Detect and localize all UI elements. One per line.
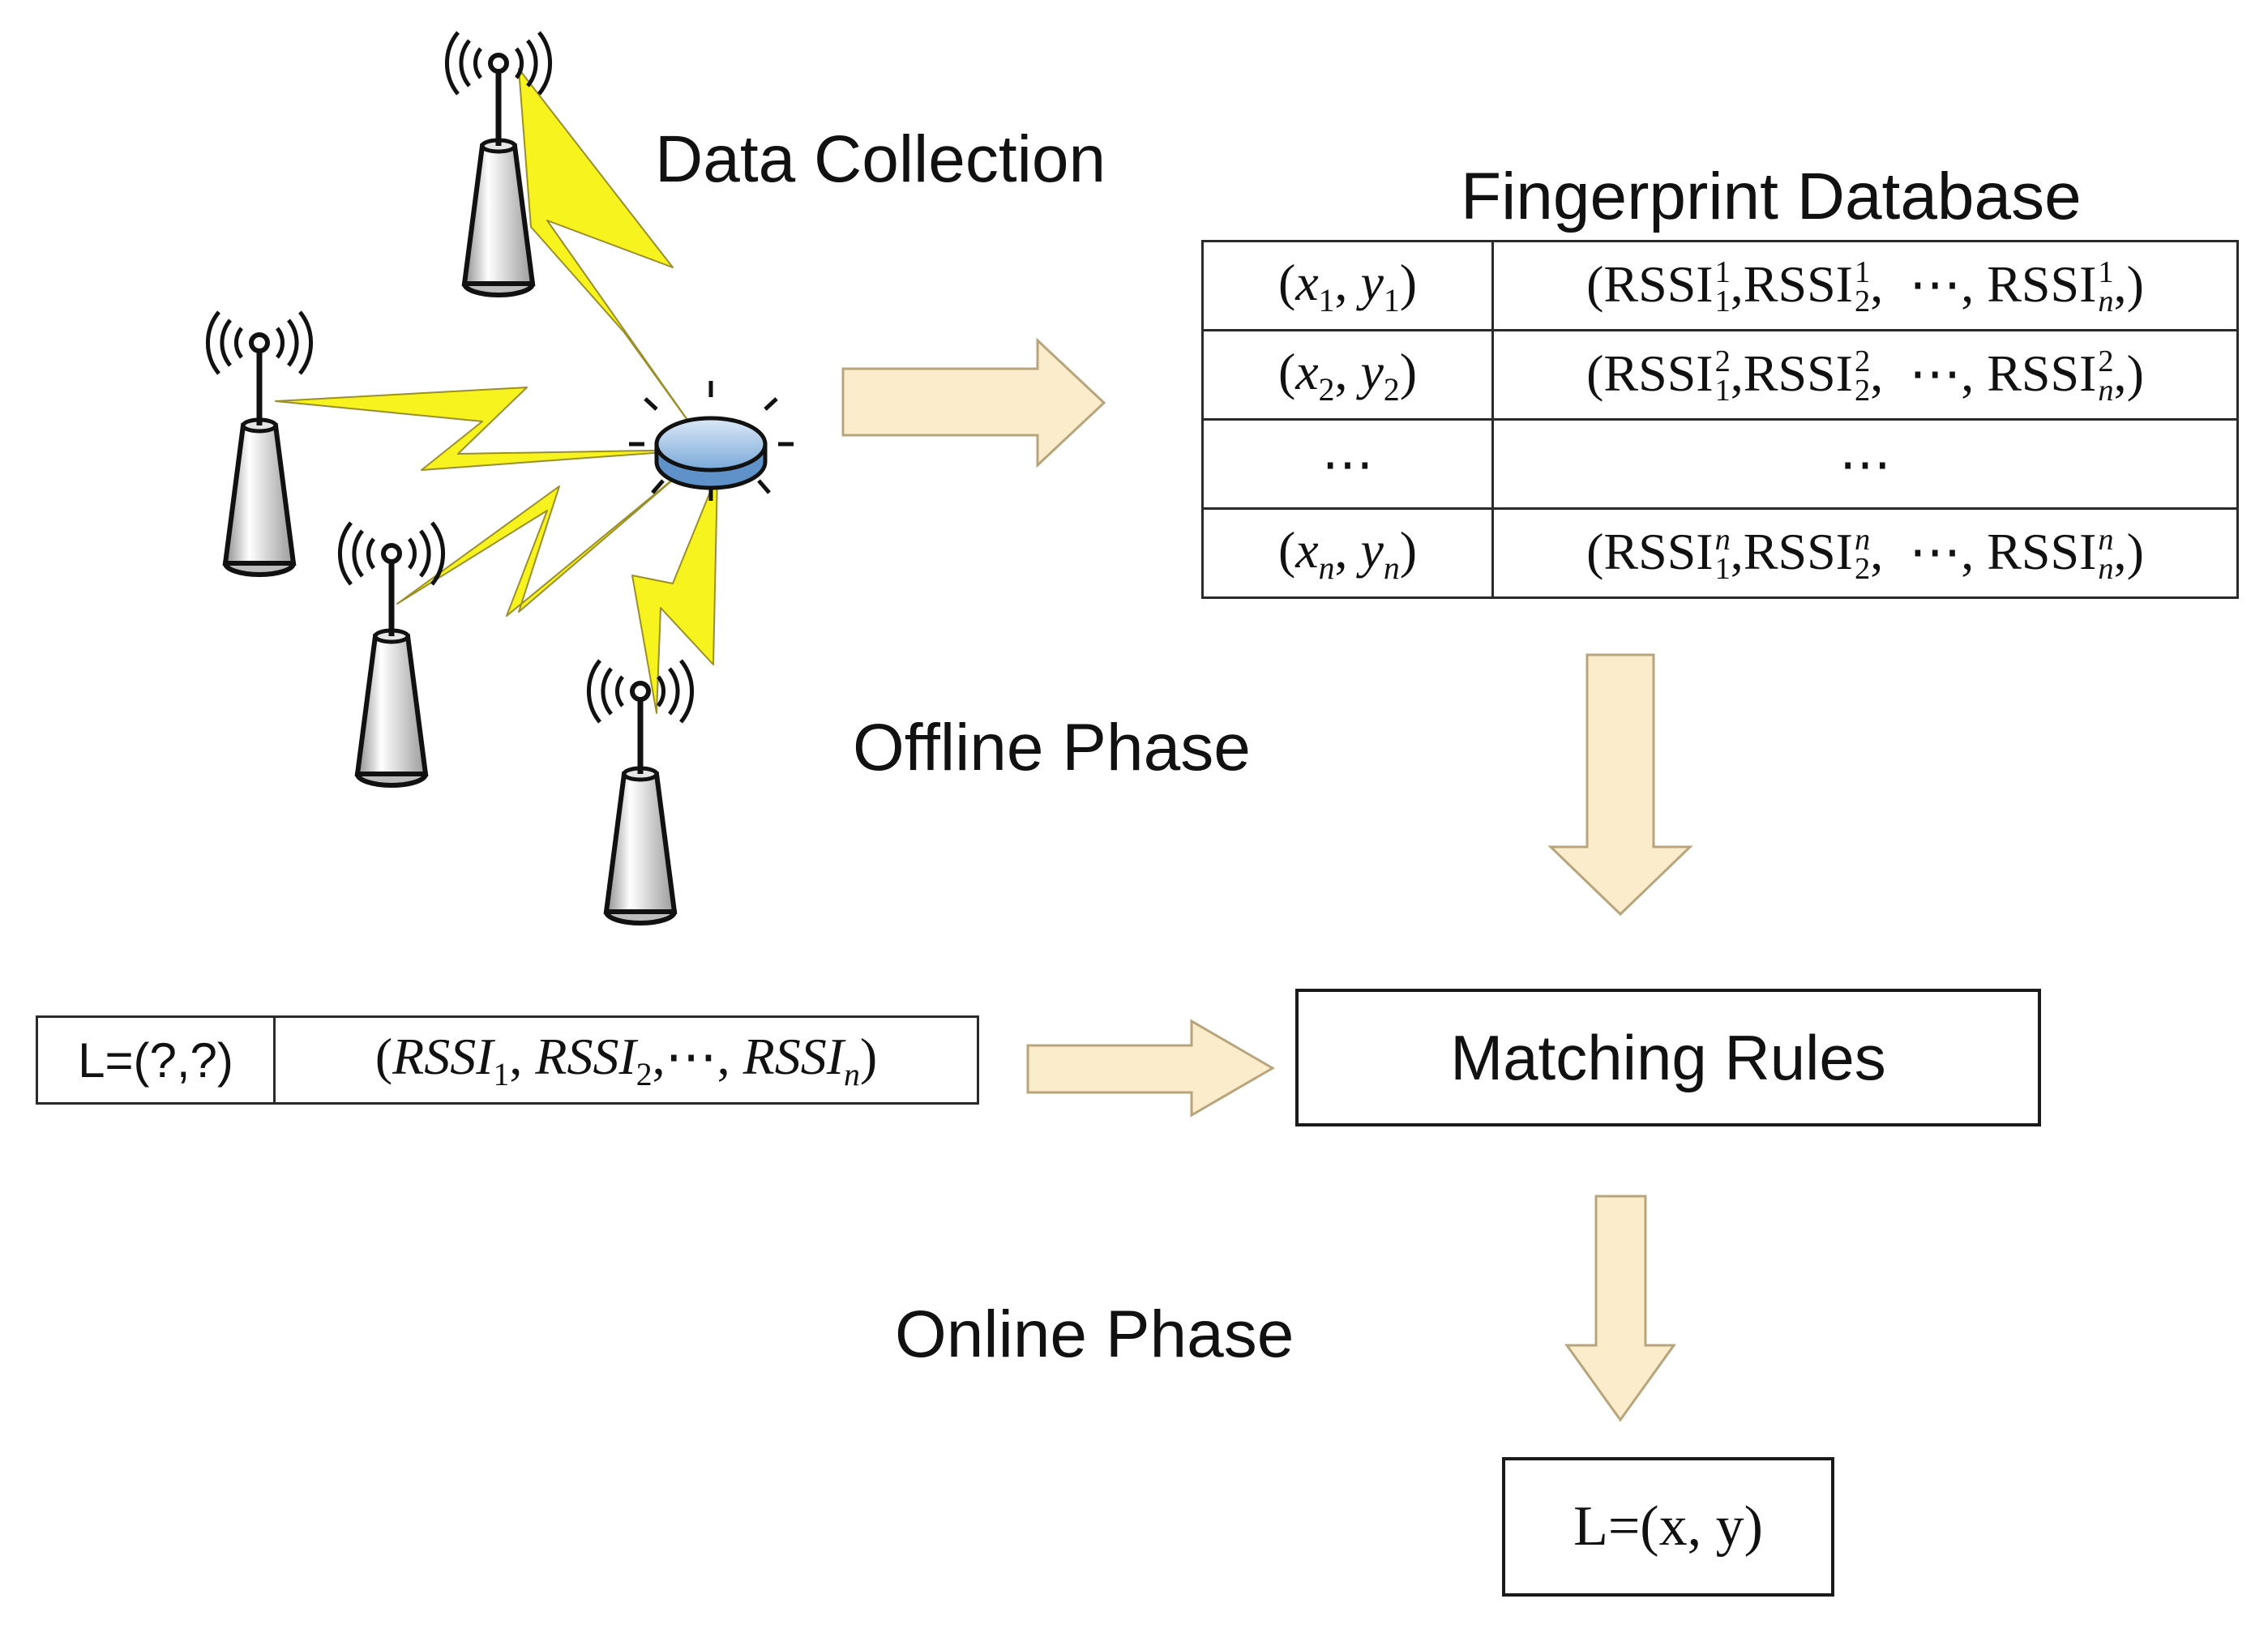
receiver-node-icon [629,381,794,501]
lightning-bolt-4 [631,473,718,714]
coordinate-cell: (x1, y1) [1201,240,1494,331]
ellipsis-cell: ⋯ [1491,418,2239,510]
tower-icon-bottom [588,660,691,923]
arrow-to-database [841,337,1106,468]
result-location-label: L=(x, y) [1573,1495,1763,1558]
coordinate-cell: (x2, y2) [1201,329,1494,421]
unknown-location-cell: L=(?,?) [36,1015,276,1105]
matching-rules-box: Matching Rules [1295,989,2041,1126]
fingerprint-database-label: Fingerprint Database [1461,160,2082,233]
table-row: L=(?,?) (RSSI1, RSSI2,⋯, RSSIn) [36,1015,979,1105]
arrow-to-matching-from-query [1026,1019,1275,1118]
table-row: ⋯ ⋯ [1201,418,2239,510]
ellipsis-cell: ⋯ [1201,418,1494,510]
query-rssi-cell: (RSSI1, RSSI2,⋯, RSSIn) [273,1015,979,1105]
coordinate-cell: (xn, yn) [1201,507,1494,599]
online-phase-label: Online Phase [895,1297,1294,1371]
tower-icon-middle [340,523,443,785]
tower-icon-left [208,312,310,575]
arrow-to-result [1564,1195,1676,1422]
result-location-box: L=(x, y) [1502,1457,1834,1597]
arrow-to-matching-from-database [1547,653,1693,917]
matching-rules-label: Matching Rules [1450,1021,1886,1093]
offline-phase-label: Offline Phase [853,711,1251,784]
query-table: L=(?,?) (RSSI1, RSSI2,⋯, RSSIn) [36,1015,979,1105]
data-collection-label: Data Collection [655,122,1106,196]
lightning-bolt-2 [275,387,698,471]
